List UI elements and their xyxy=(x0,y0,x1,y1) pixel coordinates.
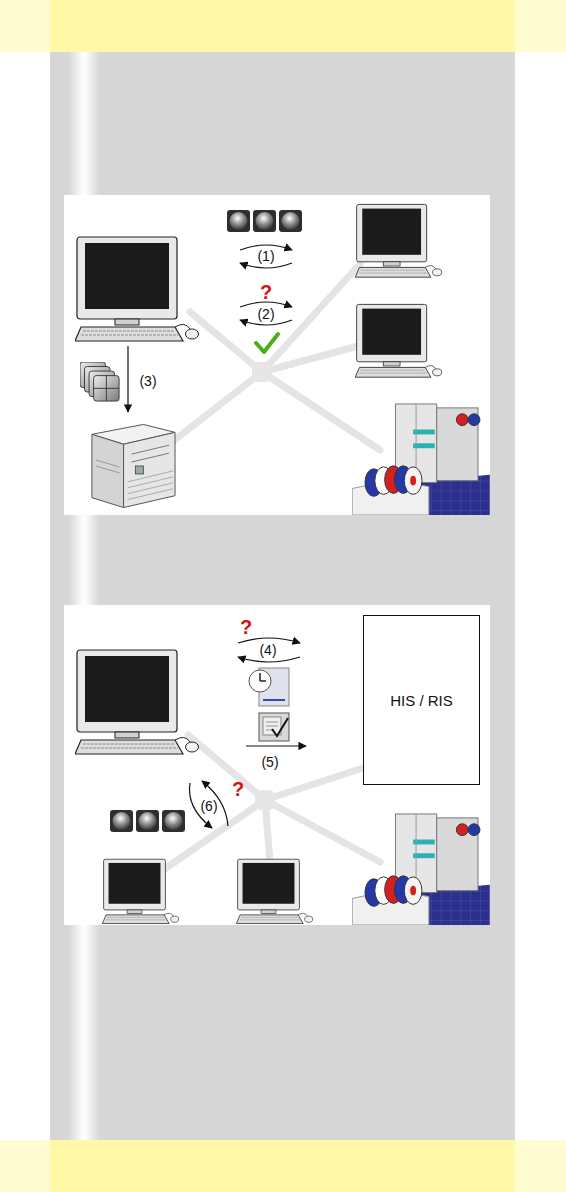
image-icons xyxy=(227,210,302,232)
network-link xyxy=(172,372,262,442)
callout-number: (1) xyxy=(257,249,274,263)
workstation xyxy=(75,650,199,754)
network-link xyxy=(188,735,265,800)
network-star xyxy=(172,264,380,450)
worklist-icon xyxy=(249,668,289,706)
callout-number: (6) xyxy=(200,799,217,813)
callout-number: (2) xyxy=(257,307,274,321)
network-link xyxy=(190,312,262,372)
network-link xyxy=(265,768,363,800)
network-link xyxy=(262,372,380,450)
callout-number: (4) xyxy=(259,643,276,657)
print-arrow xyxy=(127,346,128,412)
transfer-arrow xyxy=(240,263,292,268)
film-printer xyxy=(92,424,175,507)
footer-band xyxy=(0,1140,566,1192)
report-icon xyxy=(259,713,289,741)
modality-scanner xyxy=(352,404,490,515)
check-mark xyxy=(256,334,278,352)
box-label: HIS / RIS xyxy=(390,692,453,709)
header-band xyxy=(0,0,566,52)
workstation xyxy=(355,304,441,377)
workstation xyxy=(236,859,312,923)
callout-number: (5) xyxy=(261,755,278,769)
header-band xyxy=(50,0,515,52)
modality-scanner xyxy=(352,814,490,925)
callout-number: (3) xyxy=(139,374,156,388)
query-arrow xyxy=(238,657,300,662)
network-link xyxy=(265,800,380,862)
workstation xyxy=(102,859,178,923)
figure-frame xyxy=(64,195,490,515)
query-mark: ? xyxy=(260,282,272,302)
footer-band xyxy=(50,1140,515,1192)
workstation xyxy=(355,204,441,277)
query-mark: ? xyxy=(232,779,244,799)
film-icon xyxy=(80,362,119,401)
figure-frame xyxy=(64,605,490,925)
network-link xyxy=(262,345,362,372)
report-arrow xyxy=(246,745,306,746)
network-star xyxy=(160,735,380,872)
image-icons xyxy=(110,810,185,832)
query-mark: ? xyxy=(240,617,252,637)
workstation xyxy=(75,237,199,341)
page-panel xyxy=(50,52,515,1140)
network-hub xyxy=(252,362,272,382)
network-hub xyxy=(255,790,275,810)
system-box: HIS / RIS xyxy=(363,615,480,785)
